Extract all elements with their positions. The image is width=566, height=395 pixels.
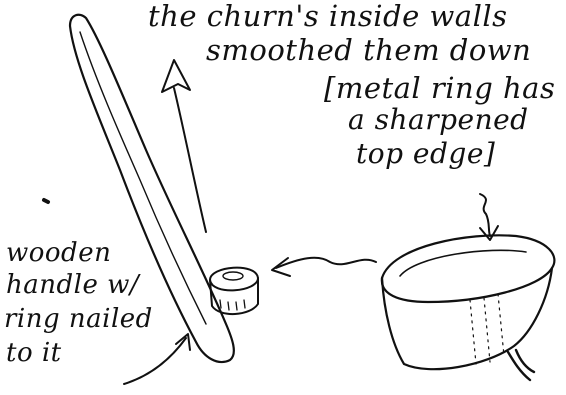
label-line-4: to it <box>6 340 62 366</box>
connector-arrow-icon <box>272 258 376 276</box>
note-line-1: the churn's inside walls <box>148 2 508 31</box>
note-line-4: a sharpened <box>348 106 529 134</box>
label-line-2: handle w/ <box>6 272 139 298</box>
note-line-3: [metal ring has <box>324 74 555 103</box>
label-arrow-icon <box>124 334 190 384</box>
small-ring-on-handle <box>210 268 258 314</box>
label-line-1: wooden <box>6 240 111 266</box>
note-line-2: smoothed them down <box>206 36 531 65</box>
note-arrow-icon <box>480 194 498 240</box>
up-arrow-icon <box>162 60 206 232</box>
note-line-5: top edge] <box>356 140 495 168</box>
metal-ring <box>382 235 555 380</box>
label-line-3: ring nailed <box>4 306 153 332</box>
